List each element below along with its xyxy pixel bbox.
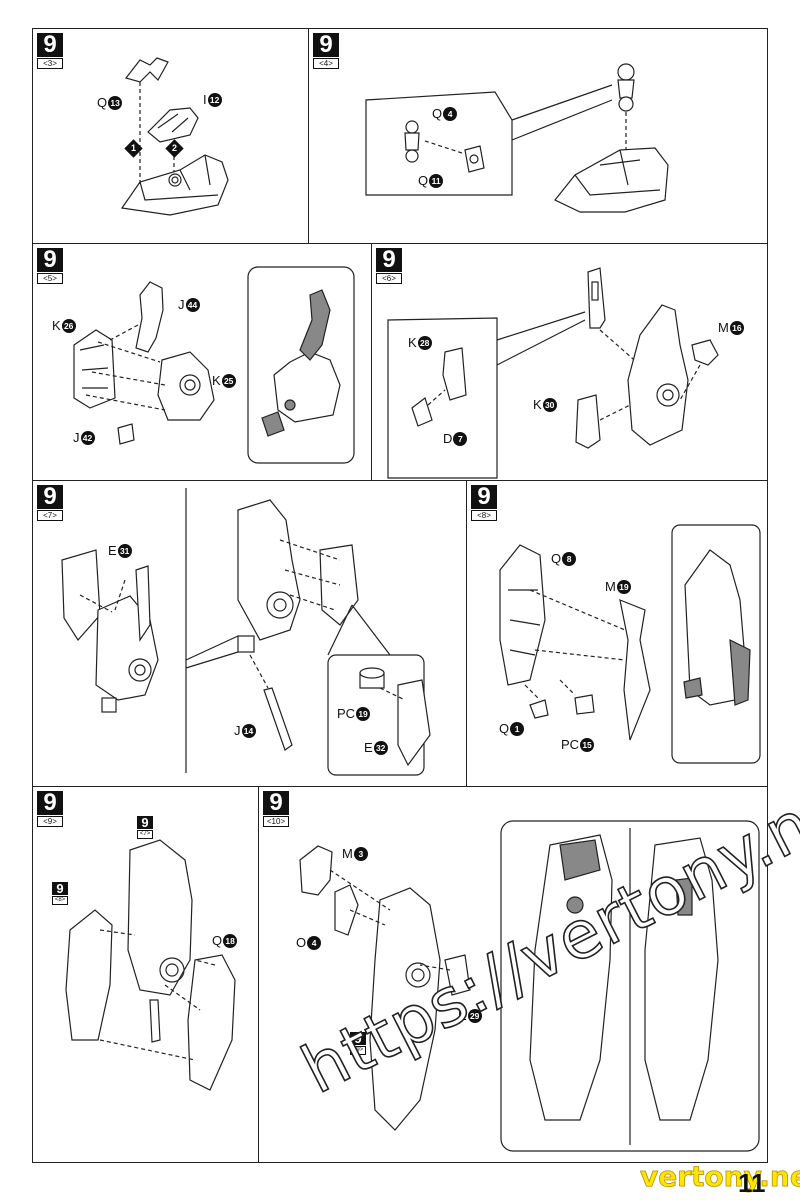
step-number: 9 [376, 248, 402, 272]
reference-number: 9 [350, 1032, 366, 1045]
step-number: 9 [263, 791, 289, 815]
col-divider-2 [371, 243, 372, 480]
page-frame [32, 28, 768, 1163]
step-badge-8: 9<8> [471, 485, 497, 521]
step-substep: <8> [471, 510, 497, 521]
step-badge-10: 9<10> [263, 791, 289, 827]
step-number: 9 [37, 791, 63, 815]
step-badge-5: 9<5> [37, 248, 63, 284]
step-number: 9 [471, 485, 497, 509]
step-number: 9 [37, 33, 63, 57]
row-divider-2 [32, 480, 768, 481]
reference-badge-7: 9<7> [137, 816, 153, 839]
col-divider-4 [258, 786, 259, 1163]
step-badge-3: 9<3> [37, 33, 63, 69]
step-number: 9 [313, 33, 339, 57]
page-number: 11 [738, 1168, 766, 1198]
row-divider-3 [32, 786, 768, 787]
reference-number: 9 [137, 816, 153, 829]
step-substep: <10> [263, 816, 289, 827]
col-divider-1 [308, 28, 309, 243]
step-substep: <6> [376, 273, 402, 284]
step-number: 9 [37, 248, 63, 272]
reference-substep: <8> [52, 896, 68, 905]
order-marker-2: 2 [165, 139, 184, 158]
step-badge-7: 9<7> [37, 485, 63, 521]
step-badge-9: 9<9> [37, 791, 63, 827]
step-badge-6: 9<6> [376, 248, 402, 284]
reference-badge-8: 9<8> [52, 882, 68, 905]
step-substep: <9> [37, 816, 63, 827]
reference-substep: <9> [350, 1046, 366, 1055]
reference-badge-9: 9<9> [350, 1032, 366, 1055]
step-substep: <5> [37, 273, 63, 284]
col-divider-3 [466, 480, 467, 786]
reference-number: 9 [52, 882, 68, 895]
footer-watermark: vertony.net [640, 1160, 800, 1194]
reference-substep: <7> [137, 830, 153, 839]
row-divider-1 [32, 243, 768, 244]
order-marker-1: 1 [124, 139, 143, 158]
step-substep: <7> [37, 510, 63, 521]
step-number: 9 [37, 485, 63, 509]
step-substep: <4> [313, 58, 339, 69]
step-substep: <3> [37, 58, 63, 69]
step-badge-4: 9<4> [313, 33, 339, 69]
